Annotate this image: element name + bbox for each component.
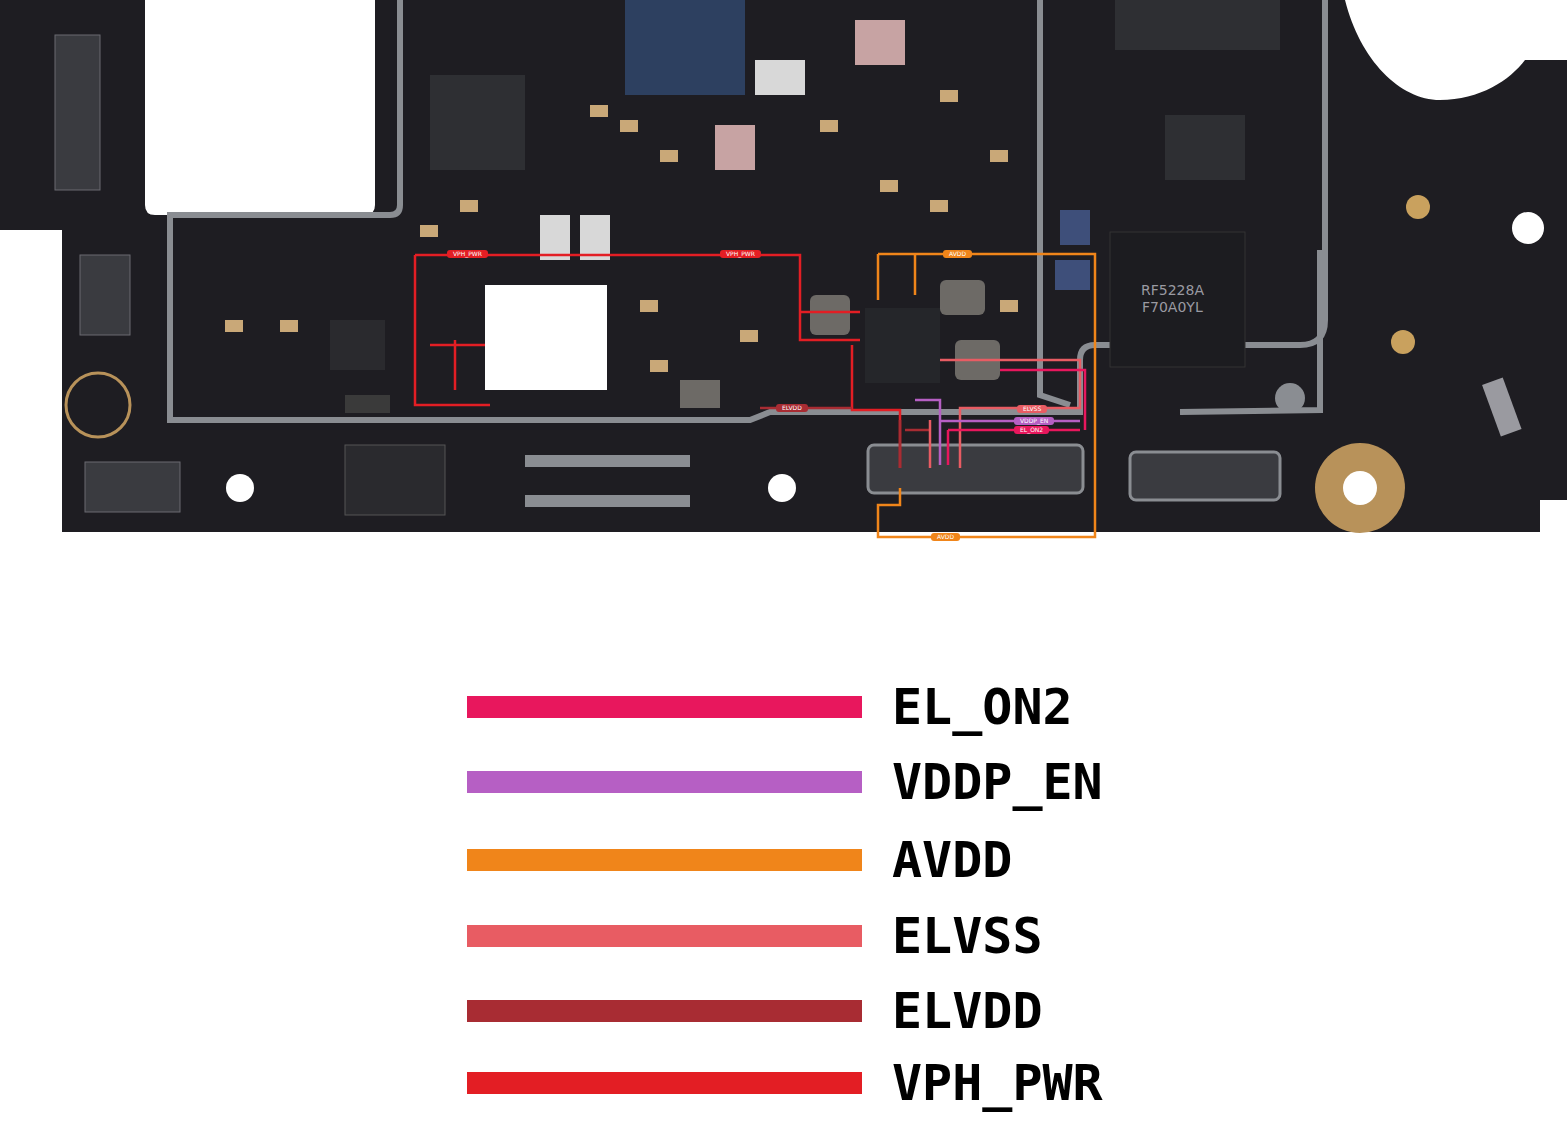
trace-label: EL_ON2: [1014, 426, 1049, 434]
legend-swatch: [467, 696, 862, 718]
legend-text: VDDP_EN: [892, 754, 1103, 810]
legend-swatch: [467, 849, 862, 871]
trace-label: VDDP_EN: [1014, 417, 1054, 425]
legend-swatch: [467, 925, 862, 947]
legend-text: ELVDD: [892, 983, 1043, 1039]
components: [55, 0, 1544, 533]
shield-frame: [170, 0, 1325, 420]
trace-label: AVDD: [943, 250, 972, 258]
legend-text: VPH_PWR: [892, 1055, 1103, 1111]
chip-marking: RF5228A: [1139, 282, 1206, 298]
trace-label: AVDD: [931, 533, 960, 541]
chip-marking: F70A0YL: [1140, 299, 1205, 315]
legend-swatch: [467, 1072, 862, 1094]
legend-swatch: [467, 1000, 862, 1022]
signal-traces: [415, 254, 1095, 537]
trace-label: VPH_PWR: [447, 250, 488, 258]
pcb-illustration: [0, 0, 1567, 560]
legend-text: EL_ON2: [892, 679, 1073, 735]
trace-label: ELVSS: [1017, 405, 1047, 413]
trace-label: ELVDD: [776, 404, 808, 412]
trace-label: VPH_PWR: [720, 250, 761, 258]
legend-text: AVDD: [892, 832, 1012, 888]
legend-text: ELVSS: [892, 908, 1043, 964]
pcb-board: [0, 0, 1567, 532]
legend-swatch: [467, 771, 862, 793]
